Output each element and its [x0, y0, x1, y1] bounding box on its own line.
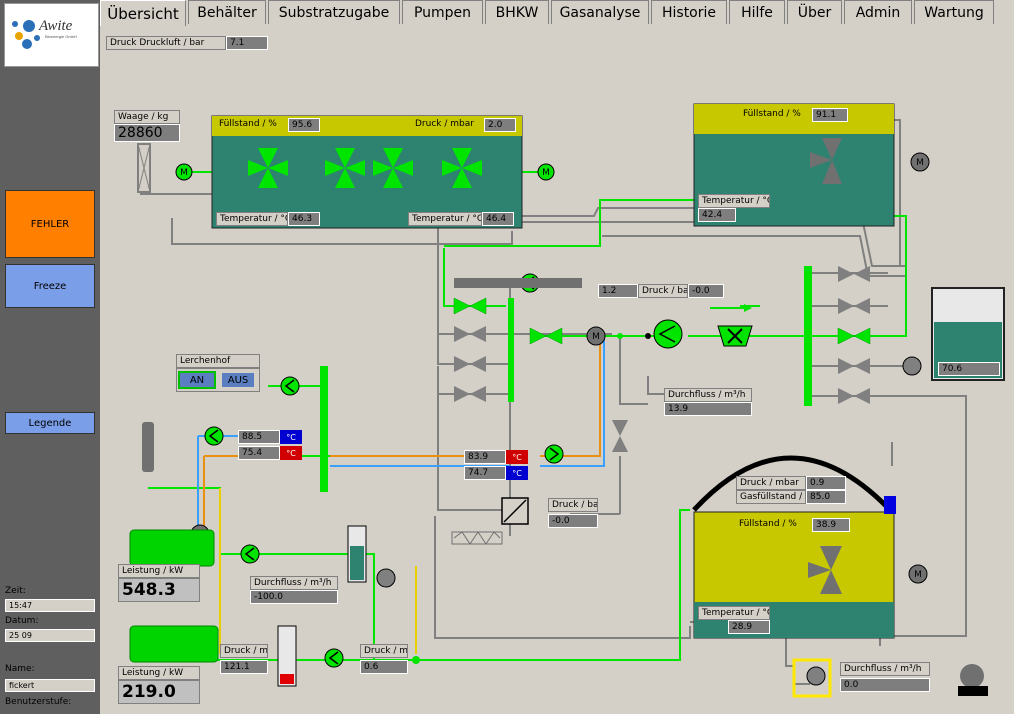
benutzerstufe-label: Benutzerstufe: — [5, 697, 72, 707]
fehler-button[interactable]: FEHLER — [5, 190, 95, 258]
tab-bar: Übersicht Behälter Substratzugabe Pumpen… — [100, 0, 1014, 26]
svg-text:M: M — [592, 332, 600, 342]
hk-left-value1: 88.5 — [238, 430, 280, 444]
svg-text:M: M — [180, 168, 188, 178]
awite-logo: Awite Bioenergie GmbH — [4, 3, 99, 67]
logo-icon: Awite Bioenergie GmbH — [12, 18, 77, 49]
fermenter1-temp1-label: Temperatur / °C — [216, 212, 288, 226]
gasspeicher-gas-label: Gasfüllstand / % — [736, 490, 806, 504]
durchfluss-mid-label: Durchfluss / m³/h — [664, 388, 752, 402]
gasspeicher-fuellstand-label: Füllstand / % — [736, 518, 812, 532]
zeit-label: Zeit: — [5, 586, 26, 596]
bhkw1-durchfluss-value: -100.0 — [250, 590, 338, 604]
gasspeicher-temp-value: 28.9 — [728, 620, 770, 634]
waage-value: 28860 — [114, 124, 180, 142]
durchfluss-bottom-label: Durchfluss / m³/h — [840, 662, 930, 676]
overview-canvas: M M M M M M — [100, 26, 1014, 714]
fermenter1-fuellstand-label: Füllstand / % — [216, 118, 288, 132]
fermenter1-druck-value: 2.0 — [484, 118, 516, 132]
svg-text:M: M — [914, 570, 922, 580]
druck-bar2-value: -0.0 — [548, 514, 598, 528]
bhkw2-druck-label: Druck / mbar — [220, 644, 268, 658]
datum-value: 25 09 — [5, 629, 95, 642]
tab-ueber[interactable]: Über — [787, 0, 842, 24]
tab-pumpen[interactable]: Pumpen — [402, 0, 483, 24]
bhkw1-durchfluss-label: Durchfluss / m³/h — [250, 576, 338, 590]
lerchenhof-label: Lerchenhof — [176, 354, 260, 368]
bhkw2-leistung-value: 219.0 — [118, 680, 200, 704]
lerchenhof-an-button[interactable]: AN — [178, 371, 216, 389]
svg-text:M: M — [542, 168, 550, 178]
durchfluss-mid-value: 13.9 — [664, 402, 752, 416]
svg-text:Bioenergie GmbH: Bioenergie GmbH — [45, 34, 77, 39]
tab-admin[interactable]: Admin — [844, 0, 912, 24]
name-label: Name: — [5, 664, 35, 674]
tab-behaelter[interactable]: Behälter — [188, 0, 266, 24]
fermenter2-fuellstand-label: Füllstand / % — [740, 108, 812, 122]
svg-text:°C: °C — [286, 449, 296, 458]
lerchenhof-aus-button[interactable]: AUS — [220, 371, 256, 389]
datum-label: Datum: — [5, 616, 39, 626]
tab-gasanalyse[interactable]: Gasanalyse — [551, 0, 649, 24]
hk-mid-value2: 74.7 — [464, 466, 506, 480]
sidebar: Awite Bioenergie GmbH FEHLER Freeze Lege… — [0, 0, 100, 714]
bhkw2-druck-value: 121.1 — [220, 660, 268, 674]
tab-historie[interactable]: Historie — [651, 0, 727, 24]
tab-wartung[interactable]: Wartung — [914, 0, 994, 24]
name-value: fickert — [5, 679, 95, 692]
svg-text:°C: °C — [286, 433, 296, 442]
fermenter1-temp2-value: 46.4 — [482, 212, 514, 226]
fermenter2-temp-value: 42.4 — [698, 208, 736, 222]
tab-hilfe[interactable]: Hilfe — [729, 0, 785, 24]
druck-mid-prefix-value: 1.2 — [598, 284, 638, 298]
hk-mid-value1: 83.9 — [464, 450, 506, 464]
legende-button[interactable]: Legende — [5, 412, 95, 434]
gasspeicher-fuellstand-value: 38.9 — [812, 518, 850, 532]
fermenter2-temp-label: Temperatur / °C — [698, 194, 770, 208]
fermenter2-fuellstand-value: 91.1 — [812, 108, 848, 122]
svg-text:°C: °C — [512, 469, 522, 478]
gasspeicher-gas-value: 85.0 — [806, 490, 846, 504]
gasspeicher-druck-value: 0.9 — [806, 476, 846, 490]
svg-text:Awite: Awite — [38, 18, 73, 34]
tab-bhkw[interactable]: BHKW — [485, 0, 549, 24]
druckluft-value: 7.1 — [226, 36, 268, 50]
bhkw1-leistung-value: 548.3 — [118, 578, 200, 602]
bhkw2-leistung-label: Leistung / kW — [118, 666, 200, 680]
zeit-value: 15:47 — [5, 599, 95, 612]
fermenter1-temp2-label: Temperatur / °C — [408, 212, 482, 226]
tab-substratzugabe[interactable]: Substratzugabe — [268, 0, 400, 24]
svg-text:M: M — [916, 158, 924, 168]
gasspeicher-temp-label: Temperatur / °C — [698, 606, 770, 620]
fermenter1-druck-label: Druck / mbar — [412, 118, 484, 132]
druck-mid-value: -0.0 — [688, 284, 724, 298]
waage-label: Waage / kg — [114, 110, 180, 124]
druck-bar2-label: Druck / bar — [548, 498, 598, 512]
lager-value: 70.6 — [938, 362, 1000, 376]
druck-mb2-value: 0.6 — [360, 660, 408, 674]
druck-mb2-label: Druck / mbar — [360, 644, 408, 658]
tab-uebersicht[interactable]: Übersicht — [100, 0, 186, 26]
svg-text:°C: °C — [512, 453, 522, 462]
druck-mid-label: Druck / bar — [638, 284, 688, 298]
druckluft-label: Druck Druckluft / bar — [106, 36, 226, 50]
bhkw1-leistung-label: Leistung / kW — [118, 564, 200, 578]
hk-left-value2: 75.4 — [238, 446, 280, 460]
fermenter1-temp1-value: 46.3 — [288, 212, 320, 226]
gasspeicher-druck-label: Druck / mbar — [736, 476, 806, 490]
freeze-button[interactable]: Freeze — [5, 264, 95, 308]
durchfluss-bottom-value: 0.0 — [840, 678, 930, 692]
fermenter1-fuellstand-value: 95.6 — [288, 118, 320, 132]
